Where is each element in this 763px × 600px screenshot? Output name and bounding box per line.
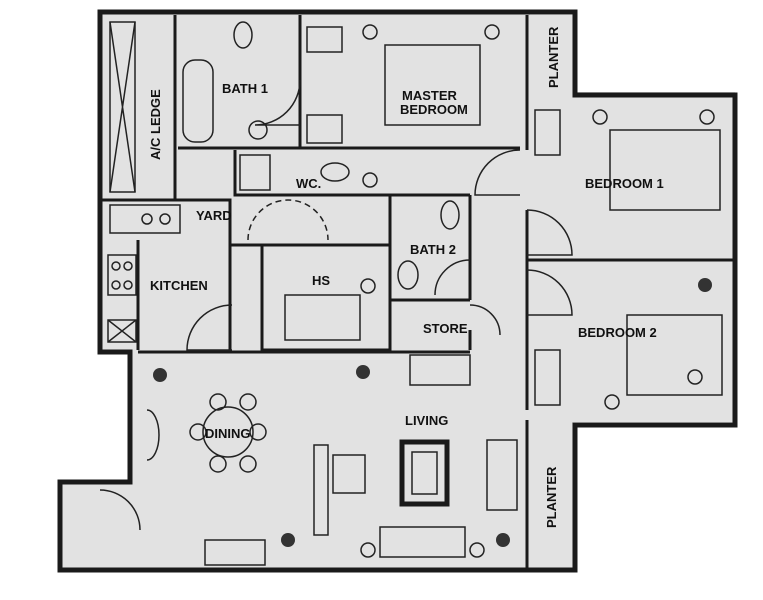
- console: [313, 444, 329, 536]
- label-hs: HS: [312, 273, 330, 288]
- label-master-line2: BEDROOM: [400, 102, 468, 117]
- sink-bath1: [248, 120, 268, 140]
- kitchen-sink: [109, 204, 181, 234]
- shower: [239, 154, 271, 191]
- toilet-bath2: [440, 200, 460, 230]
- wardrobe: [306, 26, 343, 53]
- bed1: [609, 129, 721, 211]
- wardrobe-bed2: [534, 349, 561, 406]
- dining-table: [202, 406, 254, 458]
- label-yard: YARD: [196, 208, 232, 223]
- wardrobe: [306, 114, 343, 144]
- label-bath2: BATH 2: [410, 242, 456, 257]
- label-kitchen: KITCHEN: [150, 278, 208, 293]
- fixtures: [107, 21, 723, 566]
- wardrobe-bed1: [534, 109, 561, 156]
- label-planter-bottom: PLANTER: [544, 466, 559, 528]
- doors: [99, 79, 573, 531]
- label-bedroom2: BEDROOM 2: [578, 325, 657, 340]
- sofa-side: [486, 439, 518, 511]
- coffee-table: [399, 439, 450, 507]
- toilet-wc: [320, 162, 350, 182]
- stove: [107, 254, 137, 296]
- label-ac-ledge: A/C LEDGE: [148, 89, 163, 160]
- label-dining: DINING: [205, 426, 251, 441]
- label-planter-top: PLANTER: [546, 26, 561, 88]
- sofa: [379, 526, 466, 558]
- hs-bed: [284, 294, 361, 341]
- label-living: LIVING: [405, 413, 448, 428]
- bed2: [626, 314, 723, 396]
- armchair: [332, 454, 366, 494]
- toilet-bath1: [233, 21, 253, 49]
- room-labels: A/C LEDGE BATH 1 MASTER BEDROOM PLANTER …: [148, 26, 664, 528]
- label-store: STORE: [423, 321, 468, 336]
- label-wc: WC.: [296, 176, 321, 191]
- label-master-line1: MASTER: [402, 88, 458, 103]
- sink-bath2: [397, 260, 419, 290]
- ac-ledge-cross: [109, 21, 136, 193]
- plant-icon: [153, 278, 712, 547]
- label-bath1: BATH 1: [222, 81, 268, 96]
- bathtub: [182, 59, 214, 143]
- interior-walls: [100, 15, 735, 570]
- master-bed: [384, 44, 481, 126]
- label-bedroom1: BEDROOM 1: [585, 176, 664, 191]
